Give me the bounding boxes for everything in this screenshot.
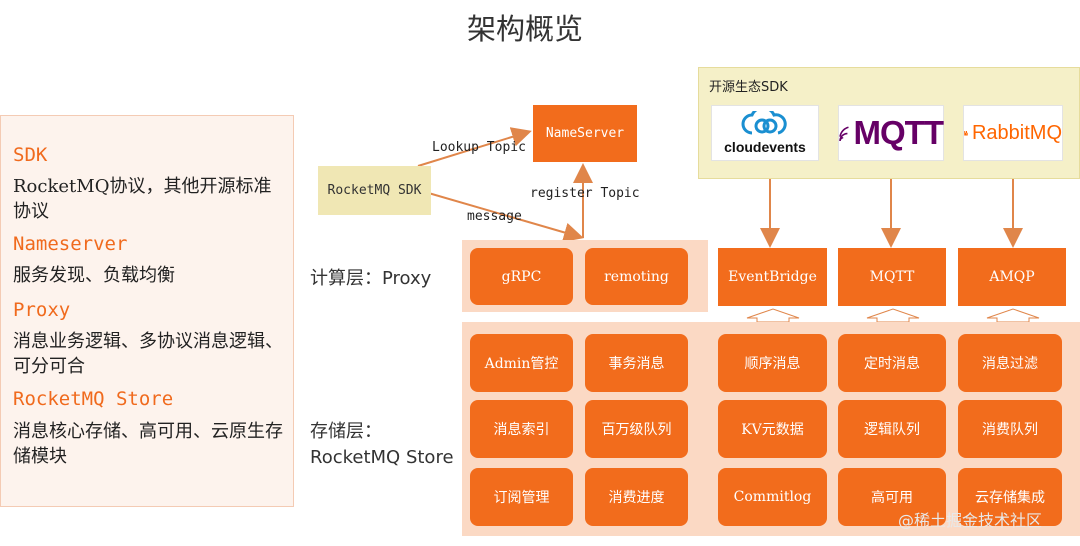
lookup-arrow: [417, 127, 532, 167]
compute-layer-label: 计算层：Proxy: [310, 268, 432, 289]
eventbridge-box: EventBridge: [718, 248, 827, 306]
kv-metadata-box: KV元数据: [718, 400, 827, 458]
storage-layer-label: 存储层：: [310, 421, 382, 442]
grpc-box: gRPC: [470, 248, 573, 305]
cloud-storage-box: 云存储集成: [958, 468, 1062, 526]
cloud-icon: [741, 111, 787, 135]
message-index-box: 消息索引: [470, 400, 573, 458]
amqp-box: AMQP: [958, 248, 1066, 306]
proxy-description: 消息业务逻辑、多协议消息逻辑、可分可合: [13, 331, 283, 377]
consume-progress-box: 消费进度: [585, 468, 688, 526]
nameserver-description: 服务发现、负载均衡: [13, 265, 175, 286]
nameserver-heading: Nameserver: [13, 233, 128, 255]
remoting-box: remoting: [585, 248, 688, 305]
watermark: @稀土掘金技术社区: [898, 511, 1043, 530]
consume-queue-box: 消费队列: [958, 400, 1062, 458]
storage-layer-name: RocketMQ Store: [310, 447, 454, 468]
ordered-message-box: 顺序消息: [718, 334, 827, 392]
ecosystem-sdk-title: 开源生态SDK: [709, 80, 788, 95]
rabbit-icon: [964, 131, 968, 136]
commitlog-box: Commitlog: [718, 468, 827, 526]
nameserver-box: NameServer: [533, 105, 637, 162]
message-filter-box: 消息过滤: [958, 334, 1062, 392]
mqtt-logo: MQTT: [838, 105, 944, 161]
description-panel: SDK RocketMQ协议，其他开源标准协议 Nameserver 服务发现、…: [0, 115, 294, 507]
mqtt-wordmark: MQTT: [853, 114, 944, 151]
hollow-up-arrows: [746, 308, 1040, 323]
proxy-heading: Proxy: [13, 299, 71, 321]
page-title: 架构概览: [466, 12, 583, 46]
transaction-message-box: 事务消息: [585, 334, 688, 392]
admin-box: Admin管控: [470, 334, 573, 392]
mqtt-proxy-box: MQTT: [838, 248, 946, 306]
message-arrow: [424, 191, 584, 243]
message-label: message: [467, 209, 522, 224]
sdk-heading: SDK: [13, 144, 48, 166]
subscription-management-box: 订阅管理: [470, 468, 573, 526]
sdk-description: RocketMQ协议，其他开源标准协议: [13, 176, 272, 222]
store-description: 消息核心存储、高可用、云原生存储模块: [13, 421, 283, 467]
rocketmq-sdk-box: RocketMQ SDK: [318, 166, 431, 215]
logic-queue-box: 逻辑队列: [838, 400, 946, 458]
mqtt-signal-icon: [839, 126, 849, 142]
lookup-topic-label: Lookup Topic: [432, 140, 526, 155]
rabbitmq-logo: RabbitMQ: [963, 105, 1063, 161]
store-heading: RocketMQ Store: [13, 388, 174, 410]
million-queue-box: 百万级队列: [585, 400, 688, 458]
rabbitmq-wordmark: RabbitMQ: [971, 121, 1062, 144]
cloudevents-wordmark: cloudevents: [724, 139, 806, 155]
cloudevents-logo: cloudevents: [711, 105, 819, 161]
register-topic-label: register Topic: [530, 186, 640, 201]
high-availability-box: 高可用: [838, 468, 946, 526]
scheduled-message-box: 定时消息: [838, 334, 946, 392]
